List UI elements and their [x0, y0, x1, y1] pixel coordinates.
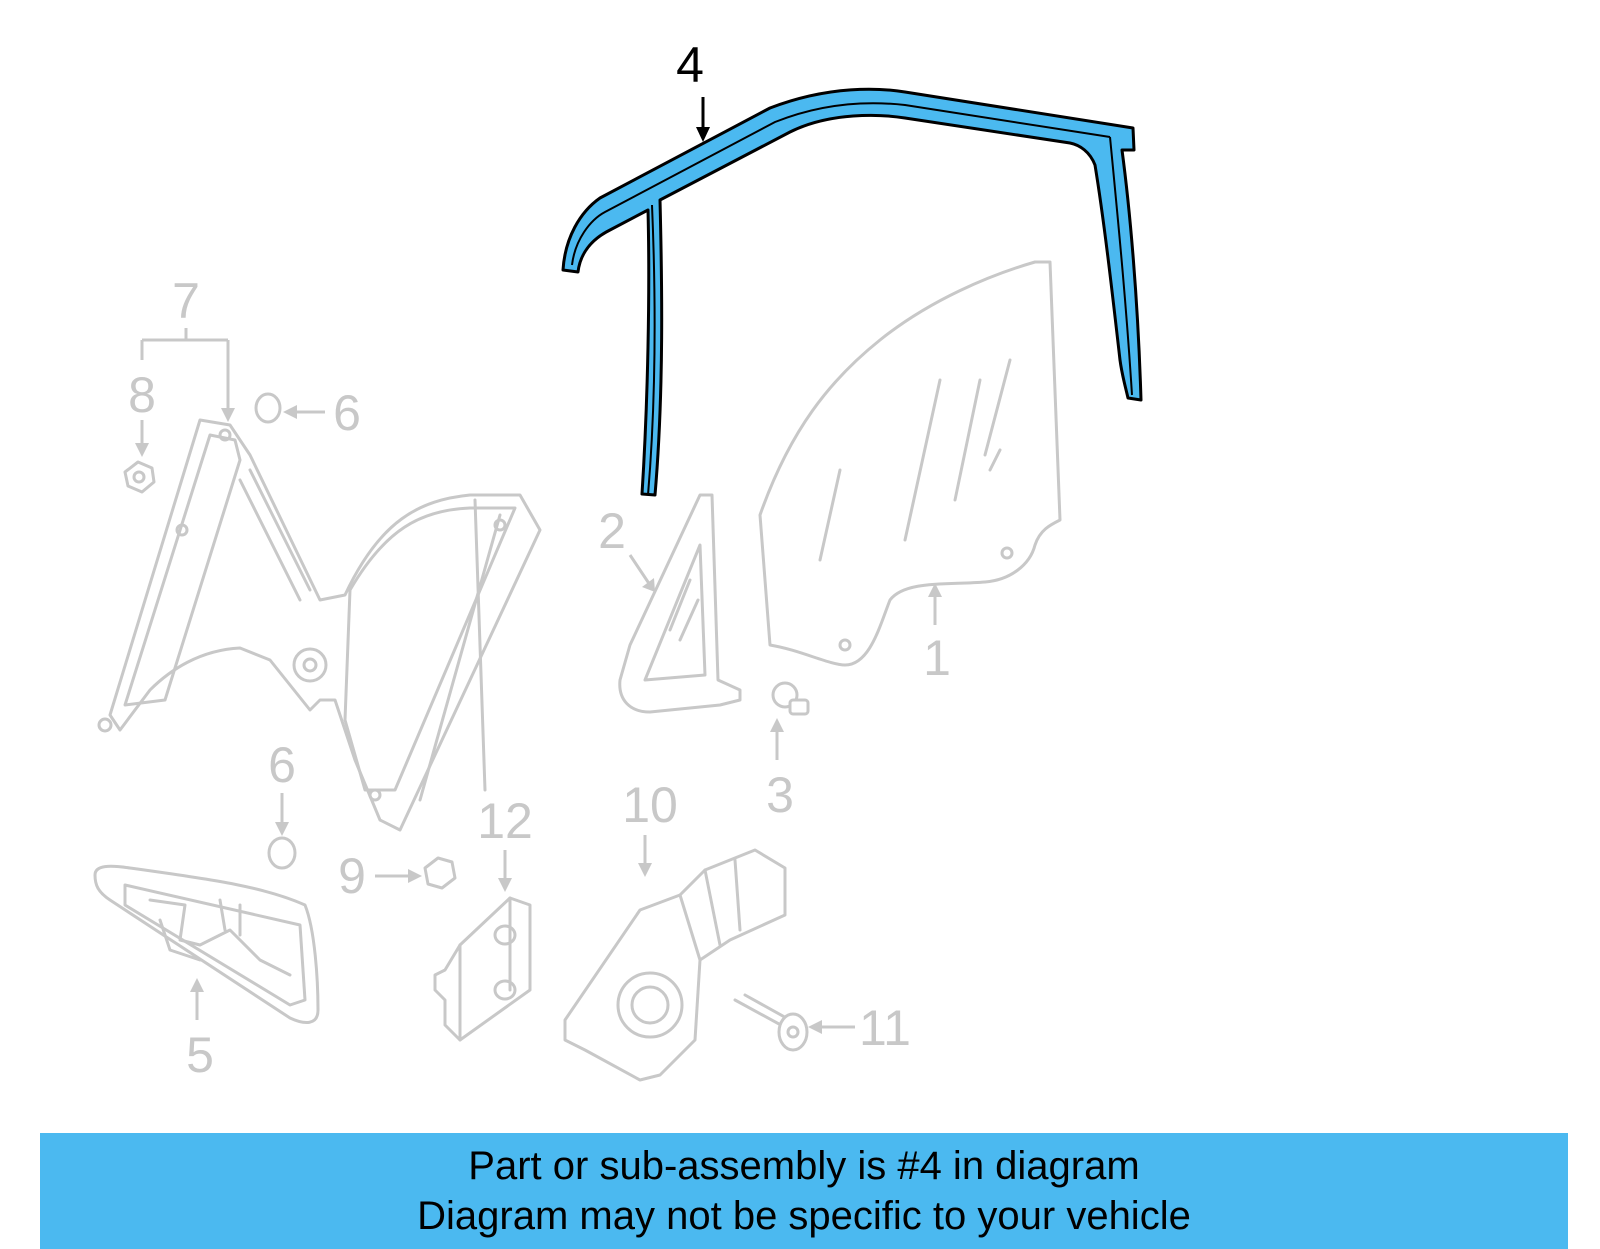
callout-12: 12 — [477, 793, 533, 892]
callout-3: 3 — [766, 718, 794, 823]
part-9-bolt[interactable] — [423, 856, 457, 890]
part-12-module[interactable] — [433, 896, 532, 1042]
callout-8: 8 — [128, 367, 156, 457]
banner-line-1: Part or sub-assembly is #4 in diagram — [468, 1144, 1140, 1188]
svg-text:5: 5 — [186, 1027, 214, 1083]
svg-text:6: 6 — [268, 737, 296, 793]
svg-text:10: 10 — [622, 777, 678, 833]
svg-text:12: 12 — [477, 793, 533, 849]
part-2-quarter-glass[interactable] — [618, 493, 742, 714]
callout-11: 11 — [808, 1000, 911, 1056]
svg-text:4: 4 — [676, 37, 704, 93]
svg-text:3: 3 — [766, 767, 794, 823]
callout-5: 5 — [186, 978, 214, 1083]
svg-text:2: 2 — [598, 503, 626, 559]
part-6-grommet-bottom[interactable] — [267, 836, 297, 870]
svg-text:8: 8 — [128, 367, 156, 423]
part-8-nut[interactable] — [123, 460, 156, 494]
info-banner: Part or sub-assembly is #4 in diagram Di… — [40, 1133, 1568, 1249]
part-11-screw[interactable] — [733, 993, 809, 1052]
part-4-weatherstrip[interactable] — [561, 87, 1143, 497]
part-7-regulator[interactable] — [97, 418, 542, 832]
callout-10: 10 — [622, 777, 678, 877]
svg-text:1: 1 — [923, 630, 951, 686]
callout-7: 7 — [140, 273, 235, 422]
callout-6-top: 6 — [283, 385, 361, 441]
svg-text:6: 6 — [333, 385, 361, 441]
part-6-grommet-top[interactable] — [254, 392, 282, 424]
banner-line-2: Diagram may not be specific to your vehi… — [417, 1194, 1191, 1238]
svg-text:9: 9 — [338, 848, 366, 904]
callout-9: 9 — [338, 848, 422, 904]
callout-6-bottom: 6 — [268, 737, 296, 836]
svg-text:11: 11 — [859, 1000, 911, 1056]
part-3-pin[interactable] — [771, 681, 810, 716]
callout-1: 1 — [923, 583, 951, 686]
callout-2: 2 — [598, 503, 655, 592]
svg-text:7: 7 — [172, 273, 200, 329]
part-10-motor[interactable] — [563, 848, 787, 1082]
callout-4: 4 — [676, 37, 710, 142]
part-5-panel[interactable] — [93, 864, 320, 1024]
part-1-door-glass[interactable] — [758, 260, 1062, 667]
parts-diagram: 4 7 8 6 2 1 3 6 9 — [93, 37, 1143, 1083]
